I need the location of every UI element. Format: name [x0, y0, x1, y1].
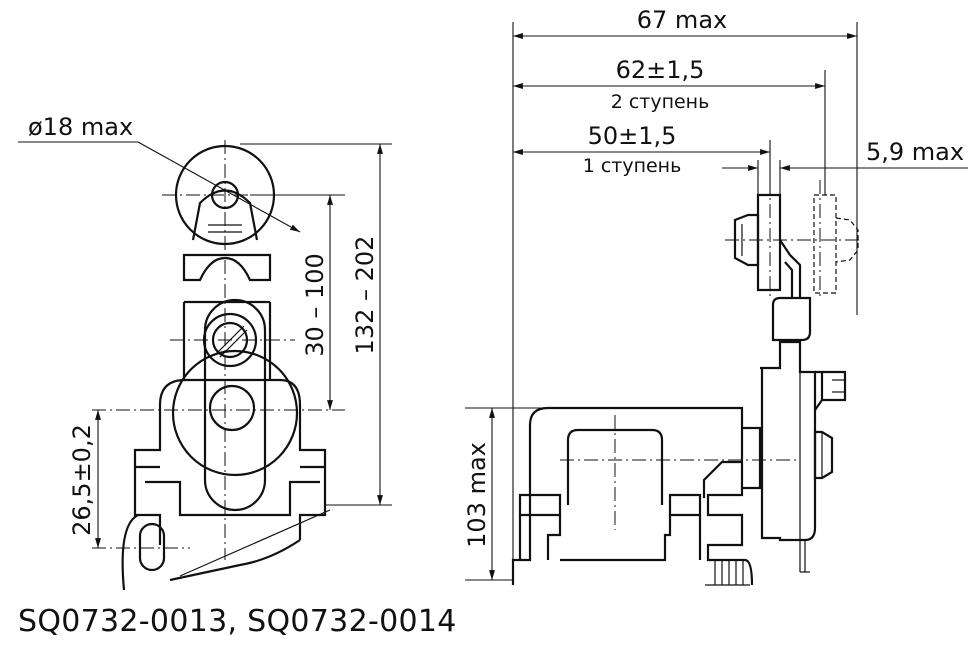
side-view — [511, 180, 862, 586]
base-steps — [518, 515, 702, 562]
housing-base — [145, 480, 320, 517]
front-view-dimensions: ø18 max 30 – 100 132 – 202 26,5±0,2 — [18, 113, 392, 548]
stage2-caption: 2 ступень — [611, 91, 710, 113]
front-view — [92, 140, 345, 591]
stage1-label: 50±1,5 — [588, 122, 677, 150]
stage1-caption: 1 ступень — [583, 155, 682, 177]
mount-plate — [121, 514, 301, 591]
roller-arm — [779, 239, 802, 298]
housing-outline — [133, 378, 327, 545]
roller-stage2-hidden — [813, 194, 837, 294]
stage2-label: 62±1,5 — [616, 56, 705, 84]
height-range-label: 132 – 202 — [351, 236, 379, 355]
roller-side — [756, 193, 782, 292]
gap-label: 5,9 max — [866, 138, 964, 166]
switch-head — [760, 340, 817, 542]
lever-slot — [203, 298, 267, 512]
pivot-hole — [208, 384, 256, 432]
side-view-dimensions: 67 max 62±1,5 2 ступень 50±1,5 1 ступень… — [463, 6, 968, 581]
base-cutout — [566, 428, 664, 505]
roller-boss — [733, 213, 760, 267]
travel-label: 30 – 100 — [301, 253, 329, 357]
base-height-label: 103 max — [463, 442, 491, 548]
width-max-label: 67 max — [637, 6, 727, 34]
offset-label: 26,5±0,2 — [68, 424, 96, 536]
lever-end — [771, 296, 812, 342]
mount-slot — [138, 522, 166, 572]
head-knob-bottom — [813, 430, 834, 480]
technical-drawing: ø18 max 30 – 100 132 – 202 26,5±0,2 — [18, 6, 968, 591]
drawing-caption: SQ0732-0013, SQ0732-0014 — [18, 604, 457, 639]
base-lugs — [518, 493, 702, 517]
actuator-disc — [171, 349, 299, 477]
diameter-label: ø18 max — [28, 113, 133, 141]
head-knob-top — [814, 370, 847, 411]
lever-top-block — [182, 253, 272, 282]
base-bracket — [511, 406, 754, 586]
